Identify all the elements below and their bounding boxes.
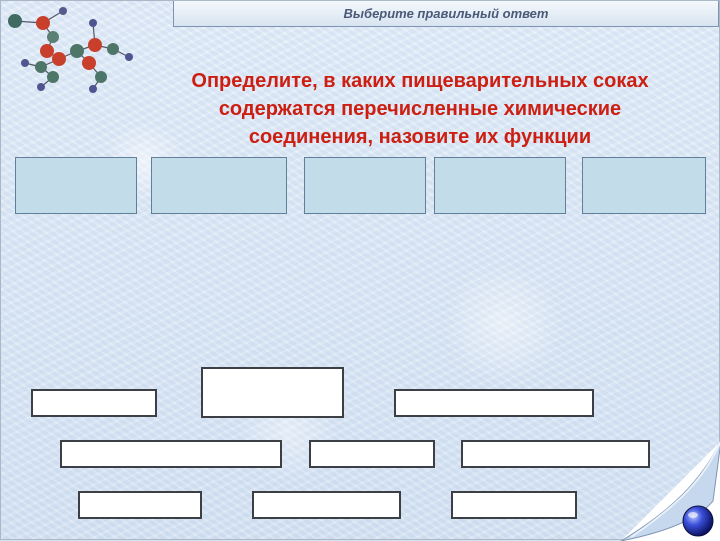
question-text: Определите, в каких пищеварительных сока…	[129, 67, 711, 151]
answer-box-1[interactable]	[15, 157, 137, 214]
blank-card-7[interactable]	[78, 491, 202, 519]
answer-box-5[interactable]	[582, 157, 706, 214]
answer-box-3[interactable]	[304, 157, 426, 214]
question-line-3: соединения, назовите их функции	[248, 126, 592, 148]
next-slide-ball-icon[interactable]	[681, 504, 715, 538]
question-line-2: содержатся перечисленные химические	[218, 98, 622, 120]
header-bar: Выберите правильный ответ	[173, 1, 719, 27]
answer-box-4[interactable]	[434, 157, 566, 214]
answer-box-2[interactable]	[151, 157, 287, 214]
blank-card-4[interactable]	[60, 440, 282, 468]
blank-card-6[interactable]	[461, 440, 650, 468]
question-line-1: Определите, в каких пищеварительных сока…	[191, 70, 649, 92]
molecule-icon	[8, 7, 133, 93]
blank-card-5[interactable]	[309, 440, 435, 468]
header-title: Выберите правильный ответ	[343, 6, 549, 21]
blank-card-1[interactable]	[31, 389, 157, 417]
blank-card-9[interactable]	[451, 491, 577, 519]
blank-card-2[interactable]	[201, 367, 344, 418]
blank-card-3[interactable]	[394, 389, 594, 417]
blank-card-8[interactable]	[252, 491, 401, 519]
